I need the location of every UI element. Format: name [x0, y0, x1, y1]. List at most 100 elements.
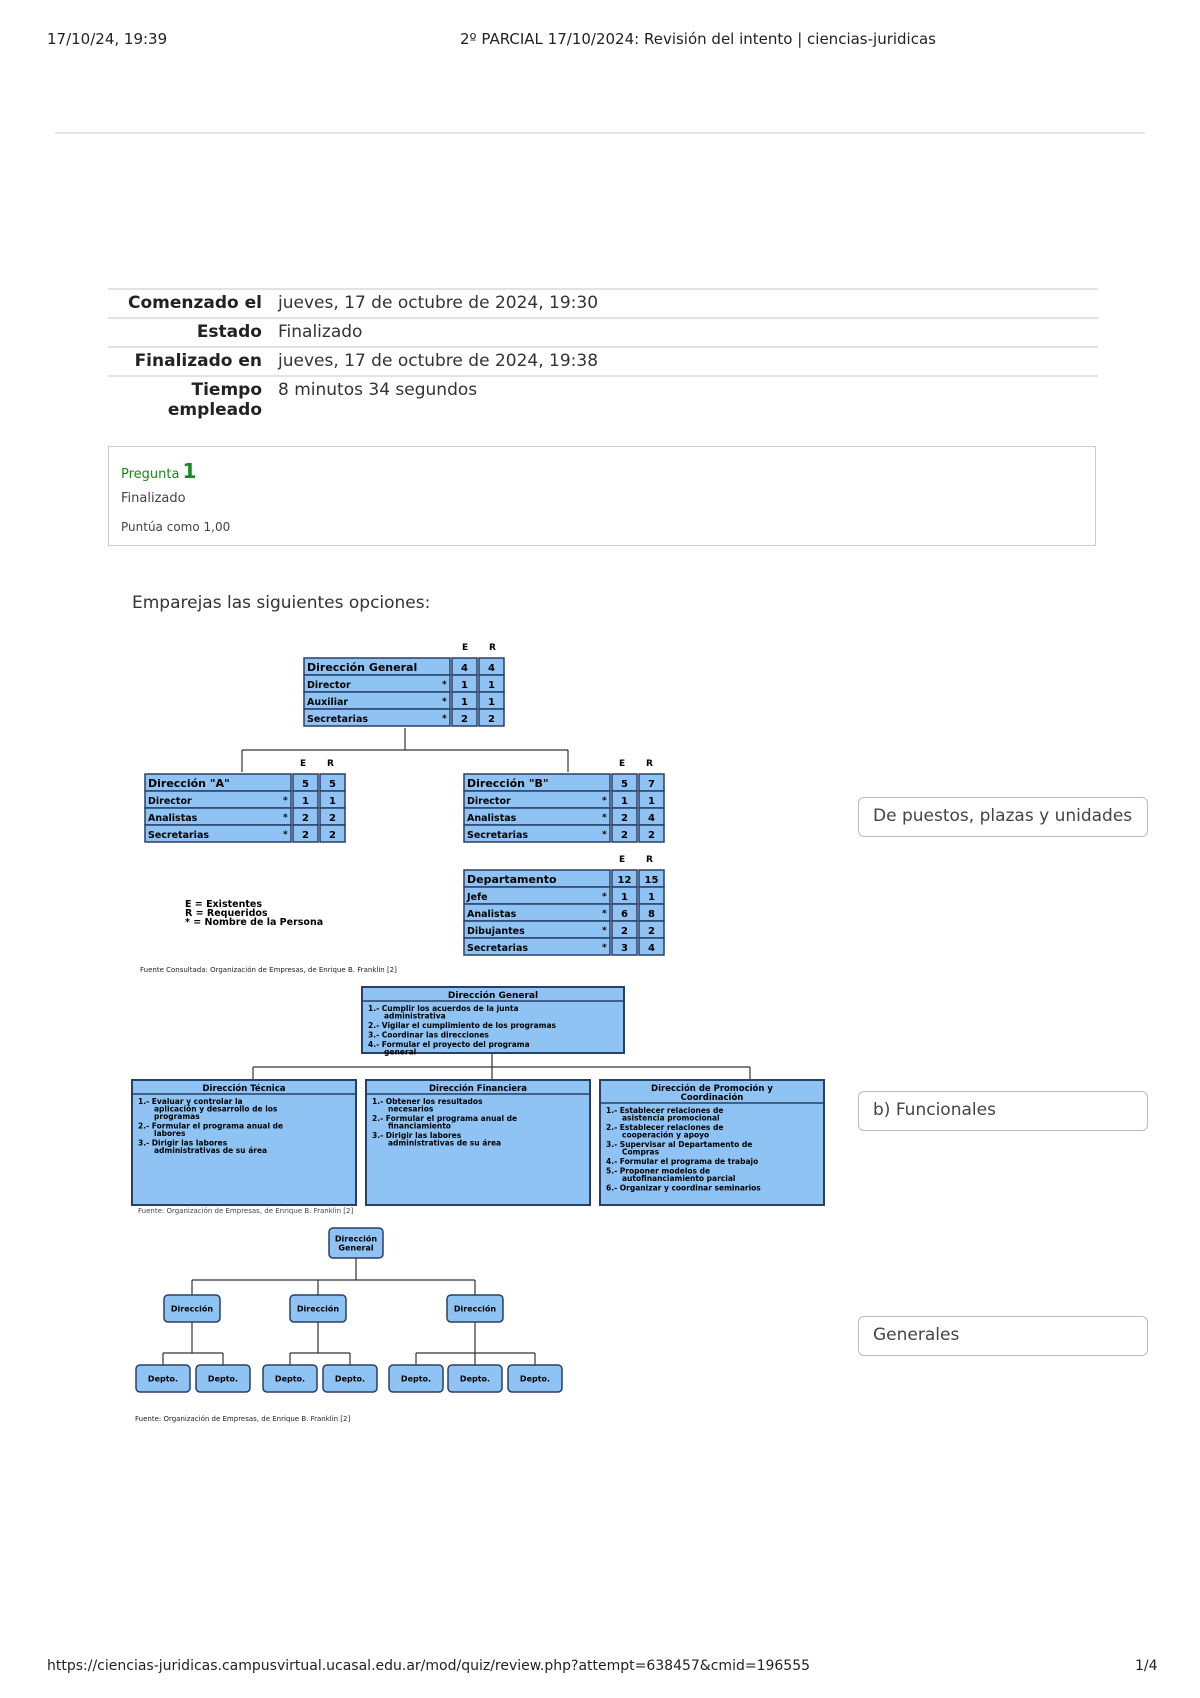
function-item: programas	[154, 1112, 200, 1121]
org-unit-label: Dirección	[454, 1304, 496, 1314]
table-value-e: 2	[621, 813, 628, 824]
org-unit-box	[195, 1364, 251, 1393]
function-box-title: Dirección General	[448, 990, 538, 1001]
table-value-r: 8	[648, 909, 655, 920]
table-label: Dibujantes	[467, 926, 525, 937]
summary-label: Estado	[196, 322, 262, 342]
answer-select-1[interactable]: De puestos, plazas y unidades	[858, 797, 1148, 837]
function-item: 3.- Dirigir las labores	[138, 1139, 228, 1148]
org-unit-label: General	[338, 1244, 373, 1253]
print-datetime: 17/10/24, 19:39	[47, 30, 168, 48]
function-item: 2.- Vigilar el cumplimiento de los progr…	[368, 1021, 557, 1030]
asterisk-mark: *	[442, 697, 447, 707]
org-unit-label: Dirección	[297, 1304, 339, 1314]
org-unit-box	[447, 1364, 503, 1393]
function-box-title: Dirección Financiera	[429, 1083, 527, 1094]
function-item: aplicación y desarrollo de los	[154, 1105, 278, 1114]
function-item: 3.- Dirigir las labores	[372, 1131, 462, 1140]
function-item: 4.- Formular el programa de trabajo	[606, 1157, 758, 1166]
table-value-e: 1	[461, 680, 468, 691]
function-item: labores	[154, 1129, 186, 1138]
table-value-r: 4	[648, 813, 655, 824]
answer-select-2[interactable]: b) Funcionales	[858, 1091, 1148, 1131]
function-item: asistencia promocional	[622, 1114, 720, 1123]
asterisk-mark: *	[602, 909, 607, 919]
table-label: Secretarias	[307, 714, 368, 725]
table-label: Dirección General	[307, 661, 417, 674]
summary-row-time: Tiempo empleado 8 minutos 34 segundos	[108, 375, 1098, 429]
table-label: Jefe	[466, 892, 488, 903]
asterisk-mark: *	[602, 892, 607, 902]
function-box	[365, 1079, 591, 1206]
function-item: administrativa	[384, 1012, 446, 1021]
table-cell-name	[463, 937, 611, 956]
asterisk-mark: *	[602, 813, 607, 823]
table-value-e: 2	[621, 926, 628, 937]
table-cell-r	[319, 824, 346, 843]
table-cell-e	[611, 824, 638, 843]
function-item: autofinanciamiento parcial	[622, 1174, 735, 1183]
question-prompt: Emparejas las siguientes opciones:	[132, 593, 431, 613]
function-item: general	[384, 1048, 416, 1057]
function-item: financiamiento	[388, 1122, 451, 1131]
table-label: Dirección "B"	[467, 777, 549, 790]
table-value-r: 1	[329, 796, 336, 807]
function-item: 1.- Obtener los resultados	[372, 1097, 483, 1106]
function-box-title: Coordinación	[681, 1092, 744, 1103]
table-label: Departamento	[467, 873, 557, 886]
legend-nombre: * = Nombre de la Persona	[185, 917, 323, 928]
table-cell-e	[292, 824, 319, 843]
function-item: 5.- Proponer modelos de	[606, 1167, 710, 1176]
chart-source: Fuente Consultada: Organización de Empre…	[140, 966, 397, 974]
org-unit-box	[135, 1364, 191, 1393]
org-unit-box	[388, 1364, 444, 1393]
question-number-value: 1	[182, 459, 197, 483]
answer-select-3[interactable]: Generales	[858, 1316, 1148, 1356]
function-item: administrativas de su área	[154, 1146, 267, 1155]
table-value-r: 2	[648, 830, 655, 841]
asterisk-mark: *	[602, 926, 607, 936]
er-header: R	[327, 759, 334, 769]
summary-label: Finalizado en	[134, 351, 262, 371]
summary-row-started: Comenzado el jueves, 17 de octubre de 20…	[108, 288, 1098, 317]
function-item: 4.- Formular el proyecto del programa	[368, 1040, 530, 1049]
function-item: necesarios	[388, 1105, 434, 1114]
table-value-r: 7	[648, 779, 655, 790]
table-value-e: 2	[621, 830, 628, 841]
summary-value: Finalizado	[278, 322, 363, 342]
table-cell-r	[478, 708, 505, 727]
table-value-r: 2	[329, 830, 336, 841]
summary-value: 8 minutos 34 segundos	[278, 380, 478, 400]
table-value-e: 2	[461, 714, 468, 725]
asterisk-mark: *	[602, 943, 607, 953]
asterisk-mark: *	[602, 796, 607, 806]
org-unit-box	[507, 1364, 563, 1393]
summary-label: Tiempo empleado	[167, 380, 262, 420]
asterisk-mark: *	[283, 796, 288, 806]
summary-value: jueves, 17 de octubre de 2024, 19:38	[278, 351, 599, 371]
summary-value: jueves, 17 de octubre de 2024, 19:30	[278, 293, 599, 313]
function-box	[599, 1079, 825, 1206]
table-value-r: 1	[488, 697, 495, 708]
table-value-e: 1	[621, 892, 628, 903]
function-box	[361, 986, 625, 1054]
table-cell-name	[463, 824, 611, 843]
legend-requeridos: R = Requeridos	[185, 908, 268, 919]
table-value-e: 4	[461, 663, 468, 674]
table-value-r: 1	[648, 796, 655, 807]
function-item: 2.- Establecer relaciones de	[606, 1123, 723, 1132]
table-label: Analistas	[467, 909, 517, 920]
org-unit-label: Depto.	[460, 1375, 490, 1384]
function-item: 3.- Coordinar las direcciones	[368, 1031, 489, 1040]
function-box-title: Dirección de Promoción y	[651, 1083, 773, 1094]
table-value-e: 5	[621, 779, 628, 790]
table-value-e: 6	[621, 909, 628, 920]
er-header: E	[462, 643, 468, 653]
org-unit-label: Depto.	[148, 1375, 178, 1384]
asterisk-mark: *	[442, 680, 447, 690]
function-box-title: Dirección Técnica	[203, 1083, 286, 1094]
asterisk-mark: *	[283, 830, 288, 840]
